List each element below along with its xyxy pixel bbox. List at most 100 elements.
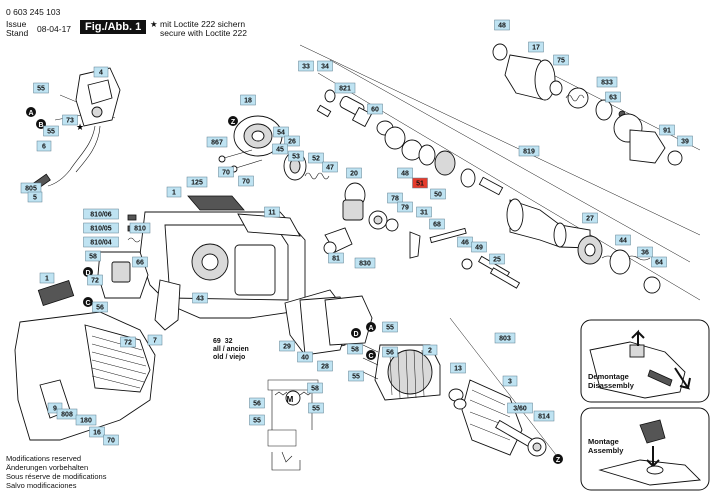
part-tag-box	[92, 301, 108, 313]
part-tag-6: 6	[36, 140, 52, 152]
part-tag-label: 9	[53, 406, 57, 413]
part-tag-box	[367, 103, 383, 115]
part-tag-box	[273, 126, 289, 138]
part-tag-label: 805	[25, 186, 37, 193]
part-tag-box	[83, 222, 119, 234]
part-tag-box	[528, 41, 544, 53]
part-tag-box	[596, 76, 618, 88]
issue-date: 08-04-17	[37, 24, 72, 34]
part-tag-label: 55	[37, 86, 45, 93]
hammer-tube-parts	[316, 89, 504, 196]
part-tag-label: 79	[401, 205, 409, 212]
part-tag-box	[103, 434, 119, 446]
part-tag-label: 44	[619, 238, 627, 245]
part-tag-label: 1	[172, 190, 176, 197]
part-tag-label: 49	[475, 245, 483, 252]
part-tag-55e: 55	[308, 402, 324, 414]
part-tag-830: 830	[354, 257, 376, 269]
part-tag-box	[317, 60, 333, 72]
part-tag-48a: 48	[397, 167, 413, 179]
part-tag-box	[39, 272, 55, 284]
part-tag-11: 11	[264, 206, 280, 218]
part-tag-box	[397, 201, 413, 213]
part-tag-49: 49	[471, 241, 487, 253]
part-tag-box	[238, 175, 254, 187]
field-motor-2	[374, 344, 441, 401]
bearing-13	[448, 388, 467, 410]
part-tag-box	[308, 152, 324, 164]
loctite-note-de: mit Loctite 222 sichern	[160, 19, 246, 29]
part-tag-box	[553, 54, 569, 66]
part-tag-box	[430, 188, 446, 200]
svg-text:D: D	[353, 331, 358, 338]
part-tag-label: 56	[253, 401, 261, 408]
part-tag-label: 6	[42, 144, 46, 151]
part-tag-29: 29	[279, 340, 295, 352]
svg-text:B: B	[38, 122, 43, 129]
svg-text:A: A	[368, 325, 373, 332]
letter-markers: A B Z D C D A C Z	[26, 107, 563, 464]
part-tag-73: 73	[62, 114, 78, 126]
part-tag-label: 18	[244, 98, 252, 105]
part-tag-810-06: 810/06	[83, 208, 119, 220]
part-tag-label: 40	[301, 355, 309, 362]
marker-screws	[362, 344, 379, 380]
part-tag-51: 51	[412, 177, 428, 189]
part-tag-55c: 55	[382, 321, 398, 333]
part-tag-55b: 55	[43, 125, 59, 137]
part-tag-label: 810/04	[90, 240, 112, 247]
part-tag-label: 66	[136, 260, 144, 267]
part-tag-box	[605, 91, 621, 103]
part-tag-34: 34	[317, 60, 333, 72]
part-tag-803: 803	[494, 332, 516, 344]
part-tag-label: 36	[641, 250, 649, 257]
part-tag-56c: 56	[249, 397, 265, 409]
part-tag-label: 39	[681, 139, 689, 146]
part-tag-box	[533, 410, 555, 422]
part-tag-box	[429, 218, 445, 230]
part-tag-63: 63	[605, 91, 621, 103]
part-tag-box	[75, 414, 97, 426]
part-tag-label: 50	[434, 192, 442, 199]
figure-label: Fig./Abb. 1	[80, 20, 147, 34]
marker-z-armature: Z	[553, 454, 563, 464]
part-tag-66: 66	[132, 256, 148, 268]
part-tag-39: 39	[677, 135, 693, 147]
part-tag-label: 29	[283, 344, 291, 351]
part-tag-36: 36	[637, 246, 653, 258]
part-tag-17: 17	[528, 41, 544, 53]
marker-c-brush: C	[83, 297, 93, 307]
part-tag-label: 7	[153, 338, 157, 345]
part-tag-box	[249, 414, 265, 426]
inset-demontage	[580, 319, 710, 403]
part-number: 0 603 245 103	[6, 7, 61, 17]
motor-symbol: M	[287, 395, 294, 404]
part-tag-box	[502, 375, 518, 387]
part-tag-label: 3	[508, 379, 512, 386]
part-tag-label: 5	[33, 195, 37, 202]
part-tag-56a: 56	[92, 301, 108, 313]
part-tag-box	[240, 94, 256, 106]
star-icon: ★	[150, 19, 158, 29]
issue-label: Issue	[6, 19, 27, 29]
part-tag-box	[387, 192, 403, 204]
part-tag-18: 18	[240, 94, 256, 106]
part-tag-78: 78	[387, 192, 403, 204]
part-tag-label: 830	[359, 261, 371, 268]
part-tag-label: 70	[242, 179, 250, 186]
inset-montage	[580, 407, 710, 491]
part-tag-805: 805	[20, 182, 42, 194]
part-tag-44: 44	[615, 234, 631, 246]
montage-label-1: Montage	[588, 437, 619, 446]
part-tag-box	[33, 82, 49, 94]
star-icon: ★	[76, 122, 84, 132]
part-tag-box	[307, 382, 323, 394]
spring-44	[601, 249, 651, 275]
part-tag-box	[354, 257, 376, 269]
part-tag-box	[382, 321, 398, 333]
part-tag-79: 79	[397, 201, 413, 213]
part-tag-label: 58	[311, 386, 319, 393]
armature-3	[461, 379, 547, 457]
part-tag-label: 53	[292, 154, 300, 161]
lever-31	[409, 227, 467, 259]
